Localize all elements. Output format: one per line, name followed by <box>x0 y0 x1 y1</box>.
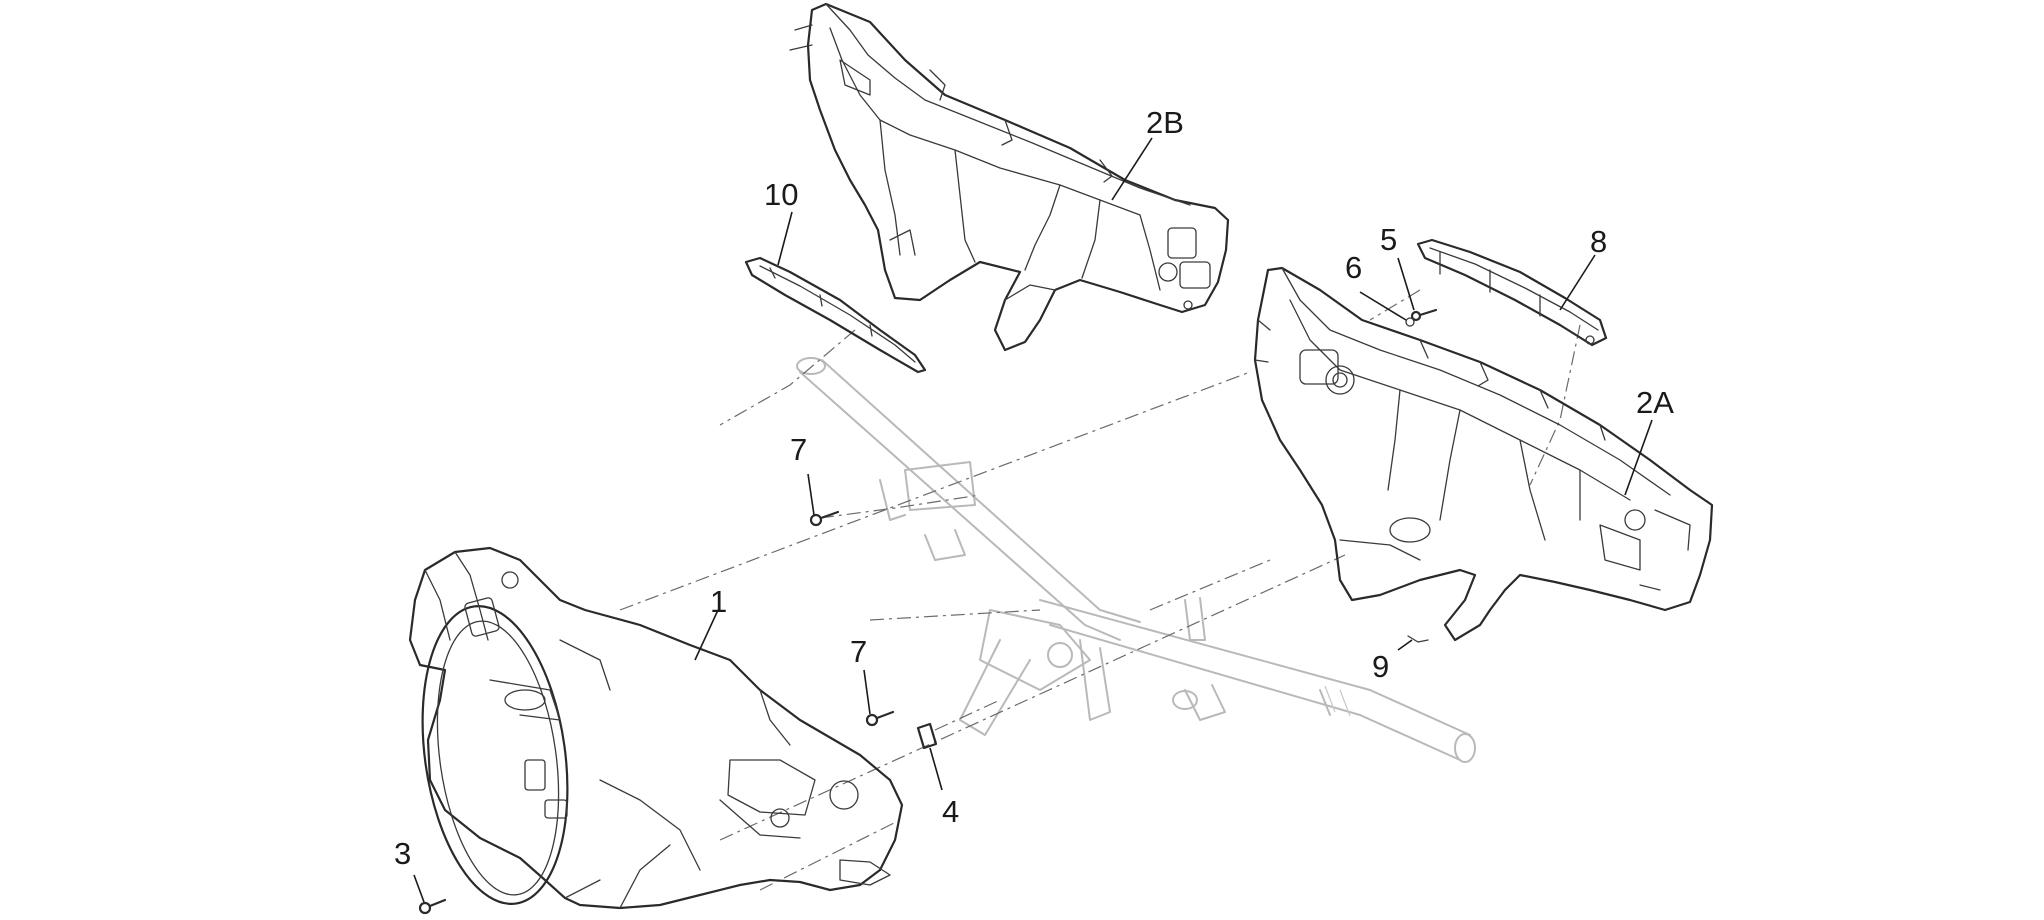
part-10-gasket <box>744 256 927 374</box>
part-2a-front-cover <box>1253 266 1714 642</box>
part-1-headset-housing <box>408 546 904 910</box>
part-8-trim-strip <box>1416 238 1608 347</box>
callout-4: 4 <box>942 794 959 829</box>
callout-8: 8 <box>1590 224 1607 259</box>
part-2b-rear-cover <box>789 2 1230 352</box>
callout-9: 9 <box>1372 649 1389 684</box>
callout-7-lower: 7 <box>850 634 867 669</box>
callout-6: 6 <box>1345 250 1362 285</box>
callout-2b: 2B <box>1146 105 1184 140</box>
callout-labels: 1 2A 2B 3 4 5 6 7 7 8 9 10 <box>394 105 1674 871</box>
clip-nut-4 <box>916 722 938 750</box>
leader-lines <box>413 137 1653 903</box>
callout-3: 3 <box>394 836 411 871</box>
screw-7-upper <box>809 510 840 527</box>
callout-10: 10 <box>764 177 798 212</box>
screw-5 <box>1410 308 1438 322</box>
handlebar-frame <box>796 357 1476 763</box>
callout-1: 1 <box>710 584 727 619</box>
assembly-lines <box>619 289 1581 891</box>
washer-6 <box>1405 317 1415 327</box>
screw-7-lower <box>865 710 895 727</box>
screw-3 <box>418 898 447 915</box>
callout-7-upper: 7 <box>790 432 807 467</box>
part-9-clip <box>1407 635 1429 643</box>
callout-2a: 2A <box>1636 385 1674 420</box>
callout-5: 5 <box>1380 222 1397 257</box>
